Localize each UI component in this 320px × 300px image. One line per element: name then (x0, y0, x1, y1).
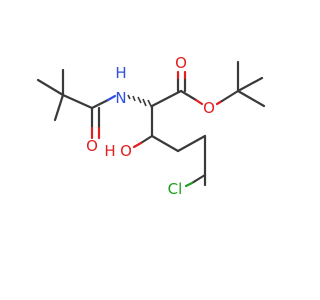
bond-chain-2 (176, 134, 207, 153)
bond-c-cl-b (190, 173, 207, 185)
bond-amide-cn-b (106, 94, 117, 102)
bond-tbu-methyl-3 (236, 89, 266, 108)
ester-carbonyl-oxygen-label: O (175, 54, 187, 72)
bond-o-tbu-b (220, 89, 240, 103)
bond-pivaloyl-methyl-3 (53, 93, 65, 122)
atom-labels: N H O O O O H Cl (86, 54, 215, 198)
bond-pivaloyl-methyl-1 (36, 78, 65, 97)
nitrogen-label: N (115, 89, 126, 107)
amide-oxygen-label: O (86, 137, 98, 155)
hydroxyl-oxygen-label: O (120, 142, 132, 160)
chlorine-label: Cl (168, 180, 183, 198)
hydroxyl-hydrogen-label: H (104, 142, 115, 160)
bond-chain-1 (150, 134, 180, 153)
hashed-wedge-bond (127, 94, 153, 109)
bond-cbeta-o-b (132, 141, 143, 149)
molecule-structure: N H O O O O H Cl (36, 54, 266, 198)
bond-quaternary-carbonyl (61, 93, 94, 110)
bond-ester-c-o-a (179, 89, 198, 102)
bond-cbeta-o-a (139, 134, 154, 145)
ester-oxygen-label: O (203, 99, 215, 117)
bond-c-cl-c (184, 181, 194, 188)
bond-tbu-methyl-2 (236, 76, 264, 93)
bonds (36, 60, 266, 188)
bond-calpha-ester-c (150, 89, 183, 108)
bond-ester-c-o-b (194, 98, 204, 106)
amide-hydrogen-label: H (115, 64, 126, 82)
bond-amide-cn-a (90, 98, 110, 110)
